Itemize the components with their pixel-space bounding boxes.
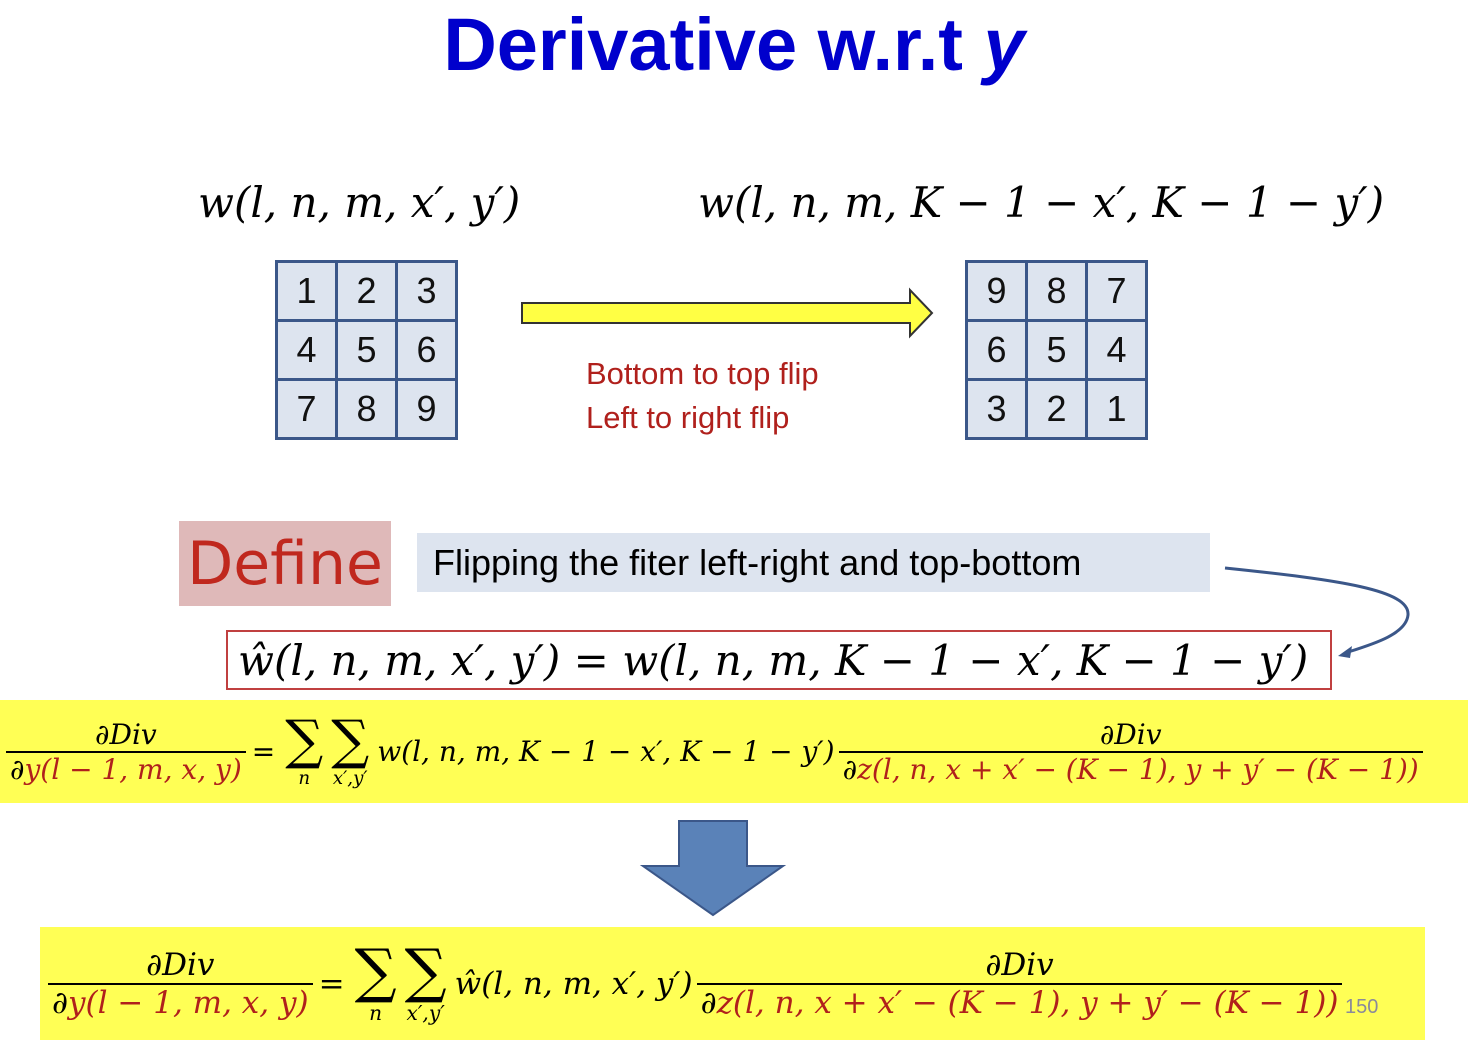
denominator: y(l − 1, m, x, y): [68, 984, 309, 1021]
cell: 5: [1028, 322, 1085, 378]
flip-note: Left to right flip: [586, 400, 790, 435]
flip-notes: Bottom to top flip Left to right flip: [586, 352, 819, 440]
define-label: Define: [179, 521, 391, 606]
flip-note: Bottom to top flip: [586, 356, 819, 391]
cell: 6: [968, 322, 1025, 378]
cell: 9: [398, 381, 455, 437]
partial: ∂: [10, 752, 25, 786]
cell: 3: [968, 381, 1025, 437]
flipped-filter-formula: w(l, n, m, K − 1 − x′, K − 1 − y′): [698, 178, 1385, 227]
cell: 9: [968, 263, 1025, 319]
page-number: 150: [1345, 996, 1379, 1018]
slide-title: Derivative w.r.t y: [443, 3, 1025, 86]
numerator: ∂Div: [1099, 717, 1162, 751]
cell: 2: [338, 263, 395, 319]
sum-index: x′,y′: [332, 767, 368, 789]
original-filter-formula: w(l, n, m, x′, y′): [198, 178, 521, 227]
cell: 2: [1028, 381, 1085, 437]
partial: ∂: [842, 752, 858, 786]
gradient-equation-1: ∂Div∂y(l − 1, m, x, y) = ∑n ∑x′,y′ w(l, …: [0, 700, 1468, 803]
curved-arrow-icon: [1224, 566, 1410, 658]
sum-index: x′,y′: [406, 1000, 445, 1025]
numerator: ∂Div: [985, 946, 1054, 983]
equals: =: [318, 965, 345, 1002]
denominator: y(l − 1, m, x, y): [24, 752, 242, 786]
down-arrow-icon: [639, 820, 787, 917]
numerator: ∂Div: [95, 717, 157, 751]
denominator: z(l, n, x + x′ − (K − 1), y + y′ − (K − …: [857, 752, 1419, 786]
cell: 1: [278, 263, 335, 319]
cell: 5: [338, 322, 395, 378]
cell: 4: [1088, 322, 1145, 378]
sum-index: n: [369, 1000, 383, 1025]
partial: ∂: [700, 984, 717, 1021]
cell: 6: [398, 322, 455, 378]
cell: 8: [338, 381, 395, 437]
cell: 3: [398, 263, 455, 319]
cell: 7: [1088, 263, 1145, 319]
cell: 1: [1088, 381, 1145, 437]
partial: ∂: [52, 984, 69, 1021]
weight-term: w(l, n, m, K − 1 − x′, K − 1 − y′): [377, 735, 835, 768]
weight-term: ŵ(l, n, m, x′, y′): [454, 965, 693, 1002]
numerator: ∂Div: [146, 946, 215, 983]
right-arrow-icon: [521, 287, 934, 339]
cell: 7: [278, 381, 335, 437]
w-hat-definition: ŵ(l, n, m, x′, y′) = w(l, n, m, K − 1 − …: [226, 630, 1332, 690]
cell: 4: [278, 322, 335, 378]
gradient-equation-2: ∂Div∂y(l − 1, m, x, y) = ∑n ∑x′,y′ ŵ(l, …: [40, 927, 1425, 1040]
sum-index: n: [298, 767, 311, 789]
define-text: Flipping the fiter left-right and top-bo…: [417, 533, 1210, 592]
cell: 8: [1028, 263, 1085, 319]
denominator: z(l, n, x + x′ − (K − 1), y + y′ − (K − …: [716, 984, 1339, 1021]
equals: =: [251, 735, 276, 768]
